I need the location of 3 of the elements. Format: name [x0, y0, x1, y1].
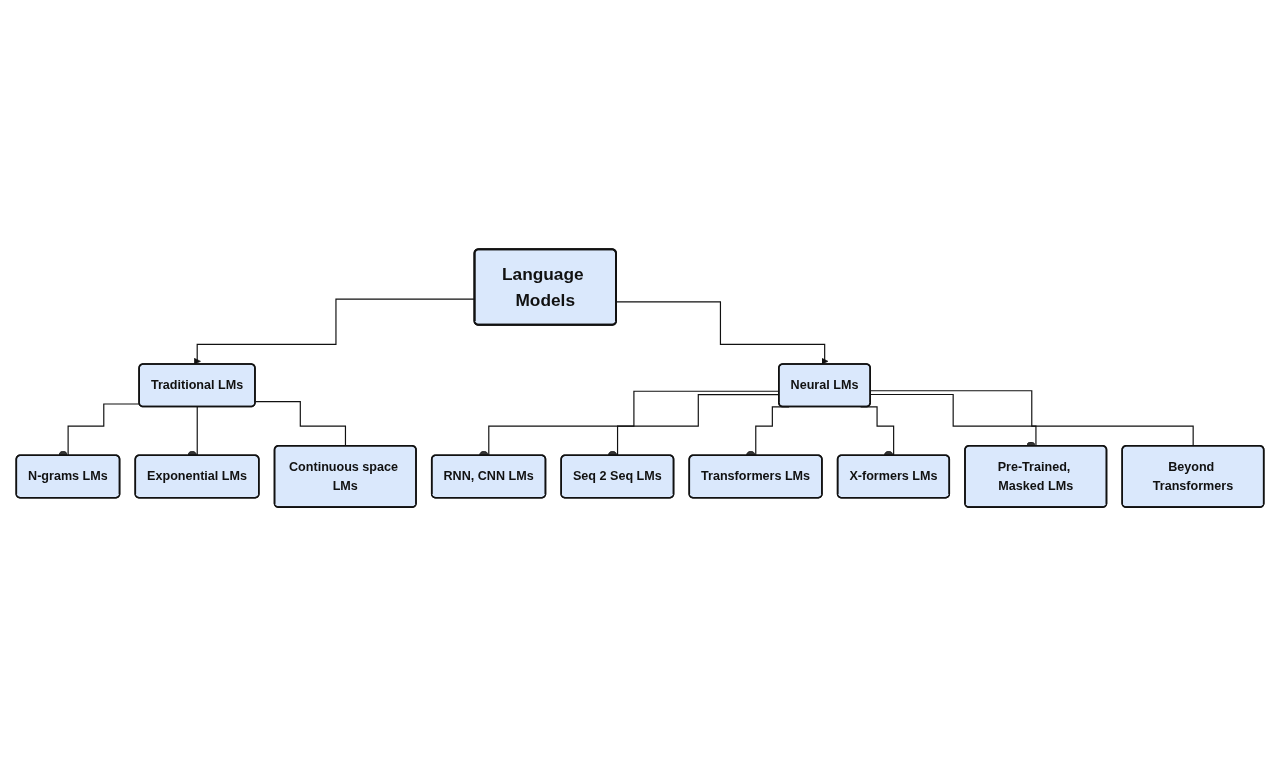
connector — [870, 390, 1194, 448]
connector — [254, 401, 347, 448]
arrow — [615, 301, 829, 366]
